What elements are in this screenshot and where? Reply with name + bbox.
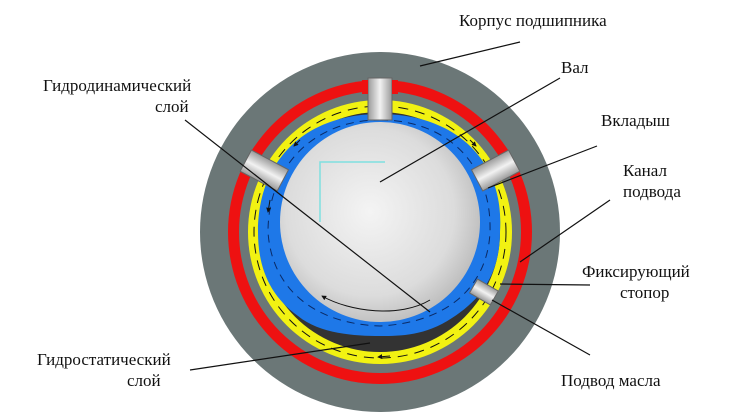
supply-port-right <box>239 149 290 192</box>
shaft <box>280 122 480 322</box>
label-hydrodynamic-1: Гидродинамический <box>43 76 191 95</box>
label-shaft: Вал <box>561 58 589 77</box>
label-fixing-stop-1: Фиксирующий <box>582 262 690 281</box>
label-liner: Вкладыш <box>601 111 670 130</box>
label-housing: Корпус подшипника <box>459 11 607 30</box>
label-hydrostatic-2: слой <box>127 371 161 390</box>
hydrostatic-flow-path <box>253 105 507 359</box>
flow-arrow-icon <box>266 199 272 213</box>
label-fixing-stop-2: стопор <box>620 283 669 302</box>
flow-arrow-icon <box>377 354 391 360</box>
flow-arrow-icon <box>293 139 301 147</box>
label-hydrostatic-1: Гидростатический <box>37 350 171 369</box>
coordinate-guide <box>319 161 385 222</box>
label-oil-supply: Подвод масла <box>561 371 661 390</box>
label-hydrodynamic-2: слой <box>155 97 189 116</box>
supply-port-top <box>362 77 398 121</box>
supply-port-left <box>470 149 521 192</box>
leader-lines <box>184 41 611 371</box>
flow-arrow-icon <box>469 139 477 147</box>
rotation-arrow-icon <box>321 295 431 312</box>
label-supply-channel-1: Канал <box>623 161 667 180</box>
fixing-stop <box>468 278 499 306</box>
label-supply-channel-2: подвода <box>623 182 681 201</box>
